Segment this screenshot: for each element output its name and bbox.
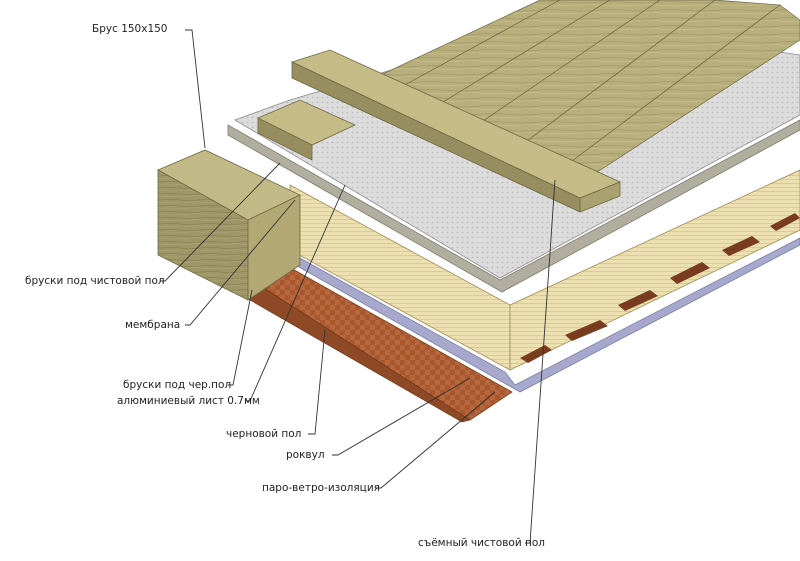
label-beam: Брус 150х150: [92, 23, 168, 35]
subfloor-battens: [520, 213, 800, 363]
label-removable-floor: съёмный чистовой пол: [418, 537, 546, 549]
label-aluminium-sheet: алюминиевый лист 0.7мм: [117, 395, 260, 407]
label-membrane: мембрана: [125, 319, 181, 331]
beam-150x150: [157, 149, 301, 301]
label-subfloor: черновой пол: [226, 428, 302, 440]
leader-lines: [160, 29, 556, 544]
label-rockwool: роквул: [286, 449, 325, 461]
label-finish-battens: бруски под чистовой пол: [25, 275, 165, 287]
label-subfloor-battens: бруски под чер.пол: [123, 379, 232, 391]
finish-floor-battens: [257, 49, 622, 213]
aluminium-sheet: [227, 119, 800, 293]
vapor-barrier-sheet: [280, 237, 800, 393]
label-vapor-barrier: паро-ветро-изоляция: [262, 482, 380, 494]
rockwool-layer: [289, 169, 800, 371]
